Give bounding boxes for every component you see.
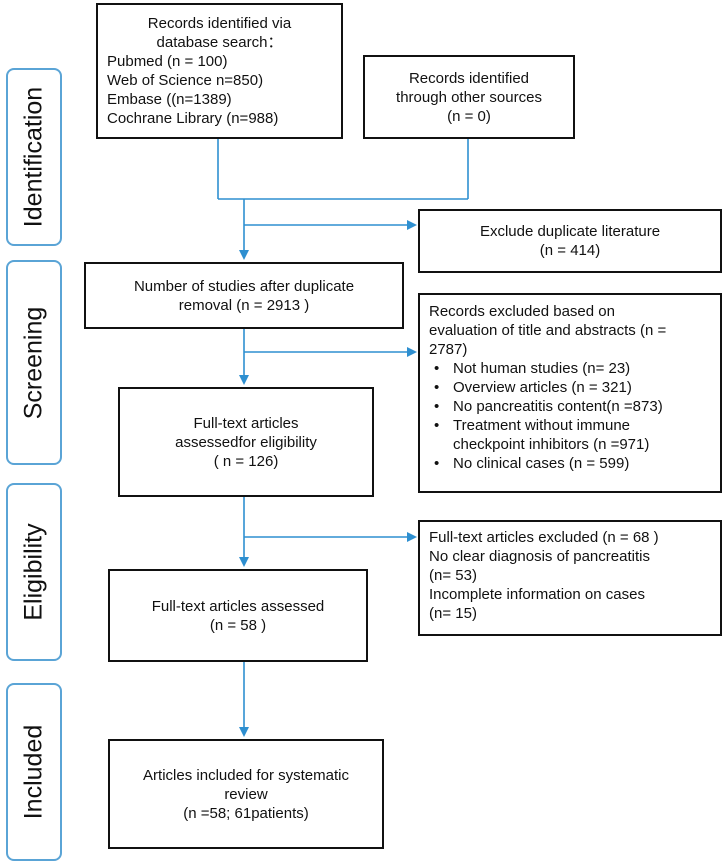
reason-overview-articles: Overview articles (n = 321) [429,378,711,397]
duplicates-excluded-label: Exclude duplicate literature [479,223,661,240]
other-sources-line-1: Records identified [408,69,530,87]
box-included-review: Articles included for systematic review … [108,739,384,849]
fulltext-excluded-reason-2: Incomplete information on cases [429,586,645,603]
fulltext-excluded-reason-2-count: (n= 15) [429,605,477,622]
title-abstract-line-3: 2787) [429,341,468,358]
box-database-search: Records identified via database search： … [96,3,343,139]
box-fulltext-assessed-eligibility: Full-text articles assessedfor eligibili… [118,387,374,497]
database-search-cochrane: Cochrane Library (n=988) [107,110,279,127]
included-review-count: (n =58; 61patients) [183,804,309,822]
box-fulltext-excluded: Full-text articles excluded (n = 68 ) No… [418,520,722,636]
after-duplicate-line-1: Number of studies after duplicate [133,277,355,295]
fulltext-assessed-count: (n = 58 ) [209,616,267,634]
fulltext-excluded-reason-1-count: (n= 53) [429,567,477,584]
stage-eligibility: Eligibility [6,483,62,661]
other-sources-line-2: through other sources [396,88,542,106]
after-duplicate-line-2: removal (n = 2913 ) [178,296,310,314]
fulltext-assessed-label: Full-text articles assessed [151,597,325,615]
title-abstract-line-2: evaluation of title and abstracts (n = [429,322,667,339]
stage-screening: Screening [6,260,62,465]
database-search-line-1: Records identified via [147,15,292,32]
fulltext-eligibility-line-2: assessedfor eligibility [175,433,317,451]
box-other-sources: Records identified through other sources… [363,55,575,139]
fulltext-excluded-total: Full-text articles excluded (n = 68 ) [429,529,659,546]
title-abstract-reasons: Not human studies (n= 23) Overview artic… [429,359,711,473]
box-fulltext-assessed: Full-text articles assessed (n = 58 ) [108,569,368,662]
fulltext-eligibility-line-1: Full-text articles [193,414,299,432]
database-search-pubmed: Pubmed (n = 100) [107,53,228,70]
other-sources-count: (n = 0) [447,107,491,125]
reason-no-clinical-cases: No clinical cases (n = 599) [429,454,711,473]
duplicates-excluded-count: (n = 414) [539,242,601,259]
stage-included: Included [6,683,62,861]
reason-not-human: Not human studies (n= 23) [429,359,711,378]
included-review-line-2: review [224,785,268,803]
box-duplicates-excluded: Exclude duplicate literature (n = 414) [418,209,722,273]
database-search-line-2: database search： [156,34,283,51]
reason-no-pancreatitis: No pancreatitis content(n =873) [429,397,711,416]
box-after-duplicate-removal: Number of studies after duplicate remova… [84,262,404,329]
box-title-abstract-excluded: Records excluded based on evaluation of … [418,293,722,493]
database-search-embase: Embase ((n=1389) [107,91,232,108]
stage-identification: Identification [6,68,62,246]
title-abstract-line-1: Records excluded based on [429,303,615,320]
database-search-web-of-science: Web of Science n=850) [107,72,264,89]
fulltext-excluded-reason-1: No clear diagnosis of pancreatitis [429,548,650,565]
fulltext-eligibility-count: ( n = 126) [213,452,279,470]
included-review-line-1: Articles included for systematic [143,766,349,784]
